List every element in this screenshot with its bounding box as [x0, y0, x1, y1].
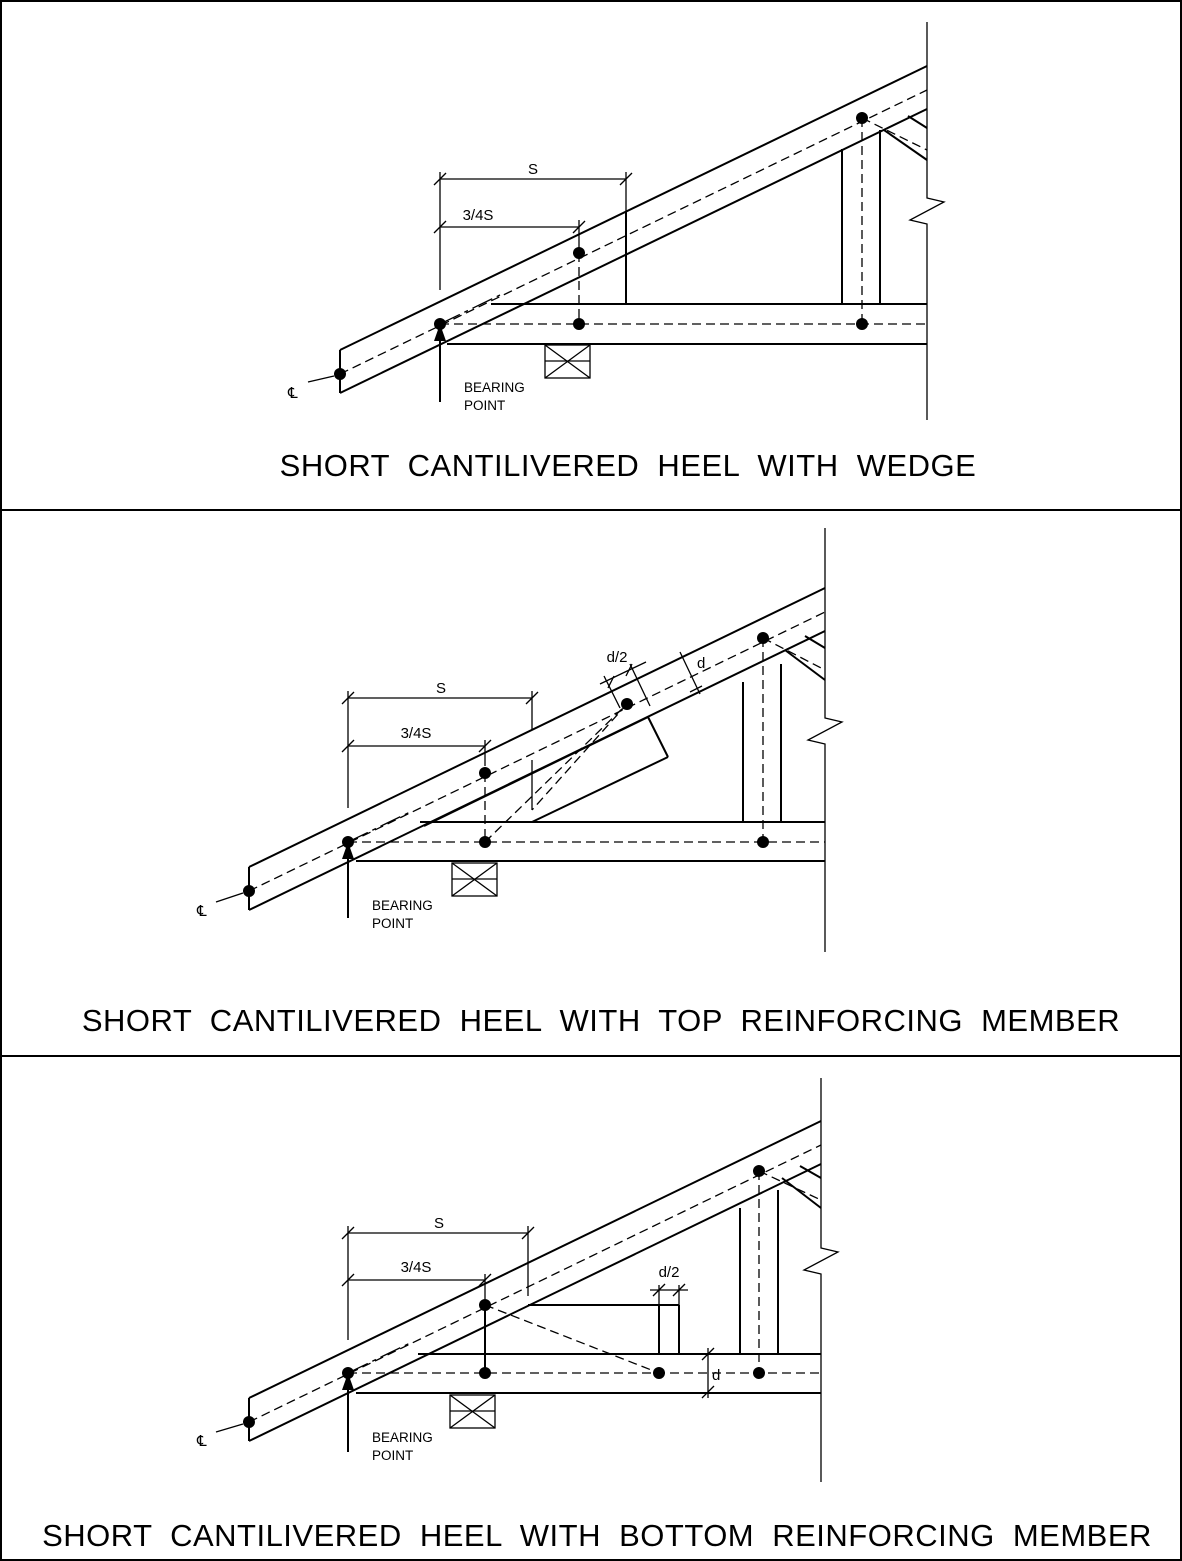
dimension-half-depth-label: d/2 — [607, 649, 628, 666]
bottom-chord — [348, 821, 825, 862]
dimension-s-label: S — [528, 161, 538, 178]
reinforcing-node — [621, 698, 633, 710]
panel-top-reinforcing: BEARING POINT ℄ S 3/4S d/2 — [82, 528, 1120, 1038]
vertical-web — [739, 1171, 779, 1373]
reinforcing-diagonal — [484, 703, 628, 843]
reinforcing-diagonal — [484, 1304, 660, 1374]
diagonal-web — [861, 115, 928, 161]
centerline-node — [334, 368, 346, 380]
bottom-reinforcing-member — [528, 1304, 680, 1354]
dimension-three-quarter-s-label: 3/4S — [401, 1259, 432, 1276]
dimension-half-depth — [599, 661, 651, 709]
dimension-three-quarter-s-label: 3/4S — [463, 207, 494, 224]
reinforcing-node — [653, 1367, 665, 1379]
break-line — [802, 1078, 840, 1482]
bearing-label-line1: BEARING — [372, 898, 433, 913]
dimension-s — [341, 691, 539, 810]
web-top-node — [757, 632, 769, 644]
bottom-chord — [440, 303, 927, 345]
panel-bottom-reinforcing: BEARING POINT ℄ S 3/4S d/2 — [42, 1078, 1152, 1553]
diagonal-web — [758, 1165, 822, 1209]
bearing-label-line1: BEARING — [464, 380, 525, 395]
centerline-symbol: ℄ — [196, 903, 207, 920]
dimension-depth-label: d — [712, 1367, 720, 1384]
centerline-node — [243, 1416, 255, 1428]
dimension-s — [433, 172, 633, 290]
centerline-symbol: ℄ — [196, 1433, 207, 1450]
break-line — [908, 22, 946, 420]
bottom-panel-node — [479, 1367, 491, 1379]
dimension-three-quarter-s-label: 3/4S — [401, 725, 432, 742]
top-panel-node — [573, 247, 585, 259]
bearing-heel-line — [439, 294, 501, 325]
bearing-point — [342, 1373, 496, 1452]
web-top-node — [753, 1165, 765, 1177]
bearing-label-line1: BEARING — [372, 1430, 433, 1445]
dimension-half-depth-label: d/2 — [659, 1264, 680, 1281]
bottom-panel-node — [479, 836, 491, 848]
centerline-leader — [215, 1423, 244, 1433]
dimension-three-quarter-s — [341, 1273, 492, 1299]
bearing-heel-line — [347, 1342, 411, 1374]
centerline-leader — [307, 375, 335, 383]
break-line — [806, 528, 844, 952]
dimension-s-label: S — [434, 1215, 444, 1232]
web-bottom-node — [856, 318, 868, 330]
bottom-chord — [348, 1353, 821, 1394]
centerline-leader — [215, 892, 244, 903]
diagonal-web — [762, 635, 826, 681]
bottom-panel-node — [573, 318, 585, 330]
dimension-s-label: S — [436, 680, 446, 697]
dimension-depth — [675, 651, 703, 695]
web-bottom-node — [753, 1367, 765, 1379]
bearing-point — [434, 324, 591, 402]
centerline-node — [243, 885, 255, 897]
web-bottom-node — [757, 836, 769, 848]
panel-title-bottom-reinforcing: SHORT CANTILIVERED HEEL WITH BOTTOM REIN… — [42, 1518, 1152, 1553]
dimension-depth-label: d — [697, 655, 705, 672]
panel-title-top-reinforcing: SHORT CANTILIVERED HEEL WITH TOP REINFOR… — [82, 1003, 1120, 1038]
vertical-web — [841, 118, 881, 324]
dimension-three-quarter-s — [433, 220, 586, 248]
panel-wedge: BEARING POINT ℄ S 3/4S SHORT CANTILIVERE… — [280, 22, 977, 483]
dimension-half-depth — [650, 1283, 688, 1305]
vertical-web — [742, 638, 782, 842]
centerline-symbol: ℄ — [287, 385, 298, 402]
top-panel-node — [479, 767, 491, 779]
dimension-s — [341, 1226, 535, 1340]
web-top-node — [856, 112, 868, 124]
bearing-label-line2: POINT — [372, 1448, 413, 1463]
bearing-label-line2: POINT — [464, 398, 505, 413]
bearing-point — [342, 842, 498, 918]
panel-title-wedge: SHORT CANTILIVERED HEEL WITH WEDGE — [280, 448, 977, 483]
top-reinforcing-member — [423, 703, 669, 827]
bearing-heel-line — [347, 811, 411, 843]
top-panel-node — [479, 1299, 491, 1311]
dimension-three-quarter-s — [341, 739, 492, 766]
bearing-label-line2: POINT — [372, 916, 413, 931]
dimension-depth — [701, 1347, 715, 1399]
